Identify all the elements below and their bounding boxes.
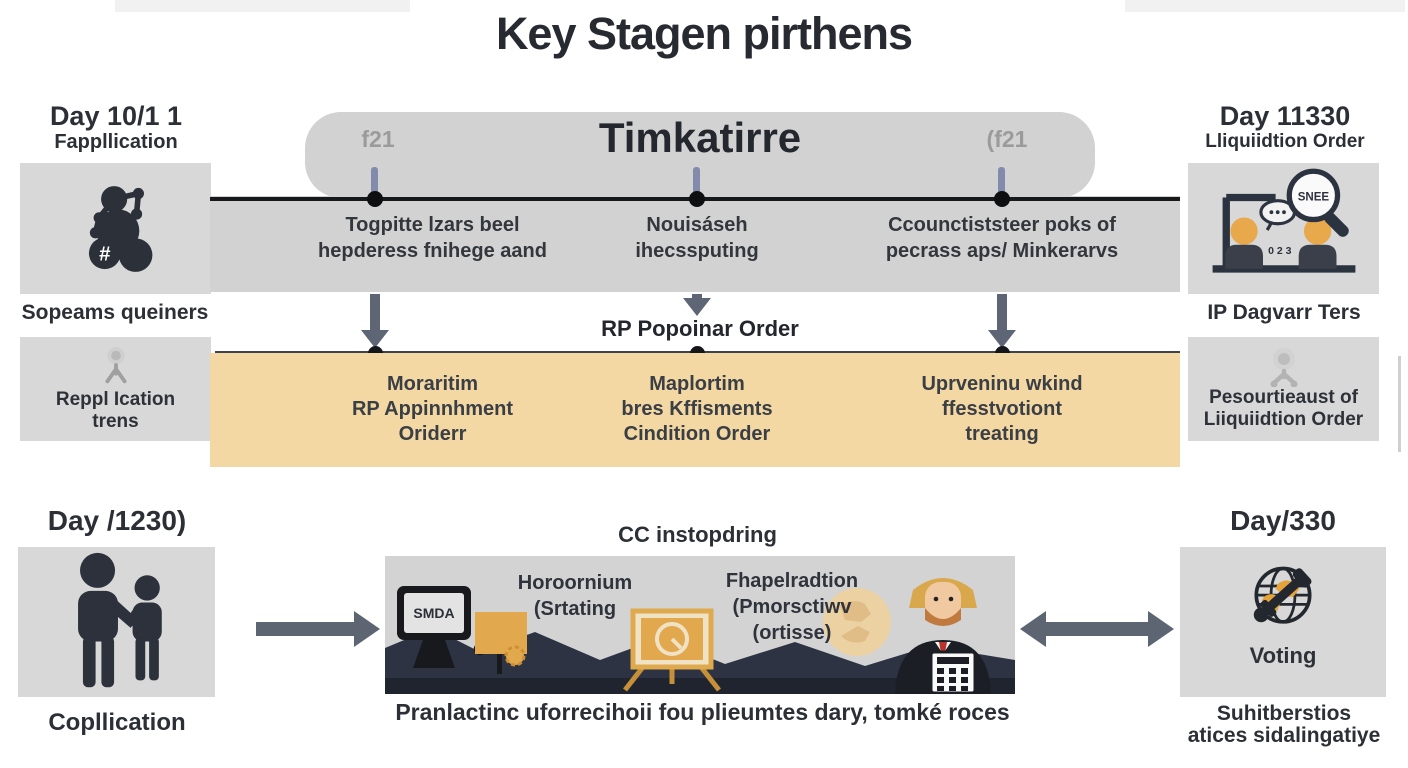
caption-top-right: IP Dagvarr Ters — [1207, 301, 1361, 324]
replication-box: Reppl Ication trens — [20, 337, 211, 441]
timeline-marker-right: (f21 — [986, 126, 1028, 152]
caption-bottom-right: atices sidalingatiye — [1187, 724, 1381, 747]
stage-text: Ccounctiststeer poks of pecrass aps/ Min… — [885, 214, 1119, 262]
easel-clock-icon — [623, 608, 721, 692]
bottom-center-heading: CC instopdring — [618, 522, 777, 547]
box-label-line: trens — [92, 411, 139, 432]
day-sublabel-top-left: Fappllication — [54, 131, 178, 153]
stage-text: Moraritim RP Appinnhment Oriderr — [351, 373, 514, 445]
timeline-tick — [998, 167, 1005, 197]
voting-box: Voting — [1180, 547, 1386, 697]
down-arrow-icon — [988, 294, 1016, 348]
right-arrow-head — [354, 611, 380, 647]
timeline-tick — [693, 167, 700, 197]
timeline-node — [994, 191, 1010, 207]
caption-bottom-right: Suhitberstios — [1216, 702, 1352, 725]
double-arrow-right-head — [1148, 611, 1174, 647]
double-arrow-icon — [1046, 622, 1148, 636]
stage-text: Maplortim bres Kffisments Cindition Orde… — [621, 373, 773, 445]
two-people-icon — [77, 552, 162, 688]
right-arrow-icon — [256, 622, 354, 636]
application-box: # — [20, 163, 211, 294]
gear-icon — [504, 645, 526, 667]
stage-text: Uprveninu wkind ffesstvotiont treating — [921, 373, 1083, 445]
page-title: Key Stagen pirthens — [495, 8, 913, 59]
person-icon — [104, 346, 127, 384]
timeline-marker-left: f21 — [361, 126, 395, 152]
caption-bottom-center: Pranlactinc uforrecihoii fou plieumtes d… — [395, 699, 1010, 725]
meeting-scene: SMDA — [385, 556, 1015, 694]
top-artifact-right — [1125, 0, 1405, 12]
monitor-label: SMDA — [413, 605, 454, 621]
box-label-line: Pesourtieaust of — [1209, 387, 1358, 408]
caption-bottom-left: Copllication — [48, 709, 186, 736]
person-icon — [1270, 348, 1297, 387]
man-with-calculator-icon — [895, 578, 991, 694]
box-label-line: Liiquiidtion Order — [1203, 409, 1364, 430]
down-arrow-icon — [683, 294, 711, 316]
stage-text: Togpitte lzars beel hepderess fnihege aa… — [318, 214, 547, 262]
top-artifact-left — [115, 0, 410, 12]
down-arrow-icon — [361, 294, 389, 348]
scene-label-2: Fhapelradtion (Pmorsctiwv (ortisse) — [725, 570, 859, 644]
timeline-band — [210, 196, 1180, 292]
timeline-node — [689, 191, 705, 207]
noise-glyphs: 0 2 3 — [1268, 245, 1292, 257]
magnifier-handle — [1323, 211, 1349, 237]
day-sublabel-top-right: Lliquiidtion Order — [1205, 131, 1365, 152]
sphere-icon — [823, 588, 891, 656]
magnifier-label: SNEE — [1297, 191, 1329, 203]
day-label-bottom-right: Day/330 — [1230, 505, 1336, 536]
timeline-header-tab — [305, 112, 1095, 198]
box-label-line: Reppl Ication — [55, 389, 176, 410]
timeline-title: Timkatirre — [598, 114, 802, 161]
application-people-box — [18, 547, 215, 697]
orange-band — [210, 353, 1180, 467]
day-label-bottom-left: Day /1230) — [47, 505, 187, 536]
hash-glyph: # — [99, 242, 111, 265]
day-label-top-right: Day 11330 — [1219, 101, 1351, 131]
magnifier-discussion-icon: 0 2 3 SNEE — [1212, 168, 1355, 273]
timeline-node — [367, 191, 383, 207]
scene-label-1: Horoornium (Srtating — [517, 572, 633, 620]
voting-label: Voting — [1249, 643, 1317, 668]
right-edge-fragment — [1398, 356, 1401, 452]
caption-top-left: Sopeams queiners — [21, 301, 209, 324]
network-graph-icon: # — [88, 185, 152, 272]
double-arrow-left-head — [1020, 611, 1046, 647]
mid-order-label: RP Popoinar Order — [520, 316, 880, 342]
day-label-top-left: Day 10/1 1 — [49, 101, 183, 131]
stage-text: Nouisáseh ihecssputing — [635, 214, 759, 262]
meeting-scene-illustration: SMDA — [385, 556, 1015, 694]
timeline-tick — [371, 167, 378, 197]
review-box: 0 2 3 SNEE — [1188, 163, 1379, 294]
liquidation-result-box: Pesourtieaust of Liiquiidtion Order — [1188, 337, 1379, 441]
globe-key-icon — [1253, 566, 1312, 624]
